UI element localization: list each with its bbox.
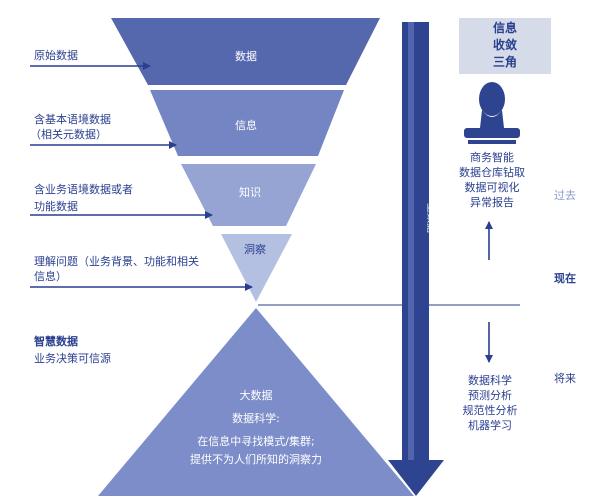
funnel-stage-insight: [221, 234, 292, 302]
data-science-label: 数据科学:: [232, 412, 280, 425]
ds-item: 数据科学: [468, 374, 512, 387]
stage-label-insight: 洞察: [244, 243, 266, 256]
box-line-info: 信息: [492, 21, 517, 35]
label-understand-2: 信息）: [34, 270, 67, 283]
bi-item: 商务智能: [470, 151, 514, 164]
ds-list: 数据科学 预测分析 规范性分析 机器学习: [444, 373, 536, 433]
label-raw-data: 原始数据: [34, 49, 78, 62]
big-data-title: 大数据: [239, 389, 273, 402]
info-convergence-box: 信息 收敛 三角: [459, 18, 551, 74]
insight-text: 提供不为人们所知的洞察力: [190, 453, 322, 466]
big-data-triangle: [98, 308, 414, 496]
label-business-context-1: 含业务语境数据或者: [34, 183, 133, 196]
master-data-arrow-head: [388, 460, 444, 496]
funnel-stage-knowledge: [181, 164, 316, 226]
funnel-stage-data: [111, 18, 380, 85]
label-basic-context-2: （相关元数据）: [30, 128, 107, 141]
stage-label-knowledge: 知识: [239, 186, 261, 199]
stage-label-data: 数据: [235, 50, 257, 63]
time-past: 过去: [554, 189, 576, 202]
master-data-label: 主数据: [425, 203, 436, 233]
bi-item: 数据可视化: [464, 181, 520, 194]
label-understand-1: 理解问题（业务背景、功能和相关: [34, 255, 199, 268]
pattern-text: 在信息中寻找模式/集群;: [197, 435, 315, 448]
stamp-icon: [464, 82, 520, 144]
wisdom-data-title: 智慧数据: [34, 335, 78, 348]
stage-label-info: 信息: [235, 119, 257, 132]
label-business-context-2: 功能数据: [34, 200, 78, 213]
bi-item: 异常报告: [470, 196, 514, 209]
time-future: 将来: [554, 372, 576, 385]
ds-item: 规范性分析: [462, 404, 518, 417]
label-basic-context-1: 含基本语境数据: [34, 113, 111, 126]
box-line-triangle: 三角: [492, 55, 517, 69]
ds-item: 机器学习: [468, 419, 512, 432]
bi-item: 数据仓库钻取: [459, 166, 525, 179]
funnel-stage-info: [150, 90, 344, 156]
box-line-converge: 收敛: [492, 38, 517, 52]
time-now: 现在: [554, 272, 576, 285]
bi-list: 商务智能 数据仓库钻取 数据可视化 异常报告: [448, 150, 536, 210]
wisdom-data-subtitle: 业务决策可信源: [34, 352, 111, 365]
master-data-arrow-body: [402, 22, 429, 462]
ds-item: 预测分析: [468, 389, 512, 402]
